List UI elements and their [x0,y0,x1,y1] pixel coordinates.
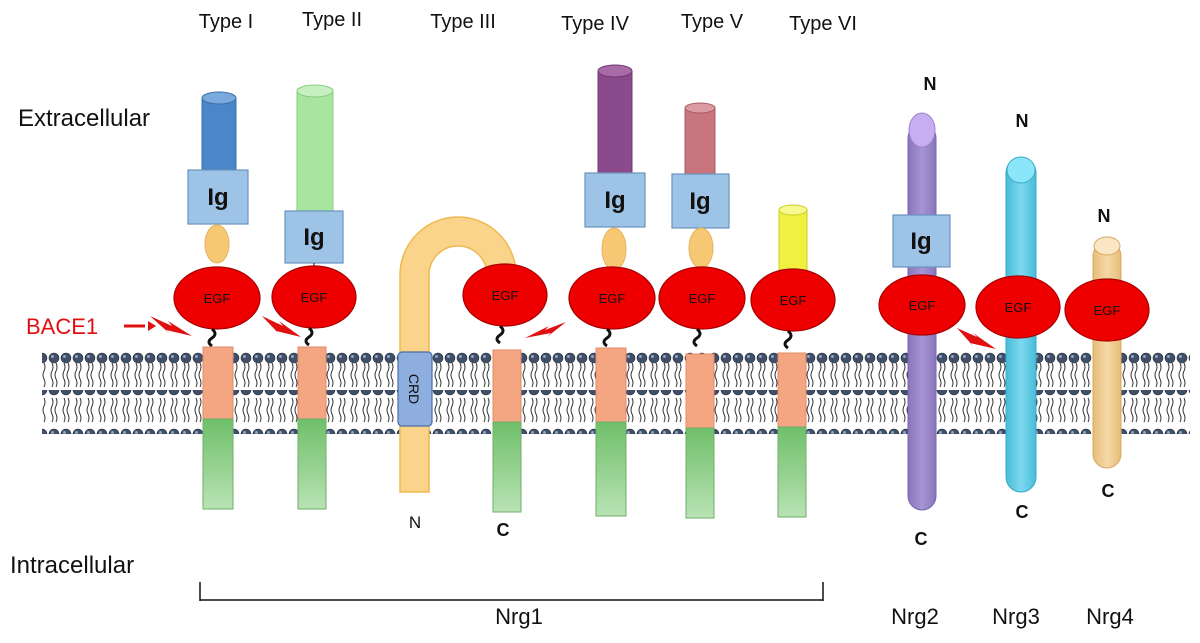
type-3-intracellular [492,421,522,513]
type-5-transmembrane [685,353,715,429]
type-1-ig-domain [187,169,249,225]
bace1-label: BACE1 [26,314,98,339]
type-3-crd-domain [397,351,433,427]
type-5-protein: Ig EGF [658,102,746,519]
bolt-icon [262,316,301,337]
nrg4-protein: EGF N C [1064,206,1150,501]
bolt-icon [525,322,566,338]
nrg2-ig-label: Ig [910,228,931,255]
type-2-egf-label: EGF [301,290,328,305]
type-3-label: Type III [430,11,496,33]
type-4-egf-label: EGF [599,291,626,306]
type-4-egf-domain [568,266,656,330]
nrg4-n-terminus: N [1098,206,1111,226]
type-1-egf-domain [173,266,261,330]
nrg2-ig-domain [892,214,951,268]
type-1-ig-label: Ig [207,184,228,211]
type-1-egf-label: EGF [204,291,231,306]
bolt-icon [957,328,996,349]
intracellular-label: Intracellular [10,552,134,579]
type-6-transmembrane [777,352,807,428]
type-5-egf-domain [658,266,746,330]
type-2-protein: Ig EGF [271,84,357,510]
nrg3-egf-label: EGF [1005,300,1032,315]
nrg3-n-terminus: N [1016,111,1029,131]
type-6-egf-label: EGF [780,293,807,308]
bace1-cleavage-bolts [150,316,996,349]
nrg4-label: Nrg4 [1086,604,1134,629]
type-1-intracellular [202,418,234,510]
type-2-label: Type II [302,9,362,31]
bolt-icon [150,316,192,336]
type-5-ig-label: Ig [689,188,710,215]
type-2-intracellular [297,418,327,510]
nrg1-bracket [199,582,824,601]
nrg3-c-terminus: C [1016,502,1029,522]
type-1-transmembrane [202,346,234,420]
type-4-intracellular [595,421,627,517]
type-4-transmembrane [595,347,627,423]
nrg2-n-terminus: N [924,74,937,94]
type-5-label: Type V [681,11,744,33]
type-4-protein: Ig EGF [568,64,656,517]
type-6-protein: EGF [750,204,836,518]
type-3-egf-label: EGF [492,288,519,303]
nrg2-protein: Ig EGF N C [878,74,966,549]
type-3-crd-label: CRD [406,374,422,404]
type-3-n-terminus: N [409,513,421,532]
type-6-label: Type VI [789,13,857,35]
nrg2-egf-label: EGF [909,298,936,313]
type-6-intracellular [777,426,807,518]
bace1-marker: BACE1 [26,314,156,339]
type-3-transmembrane [492,349,522,423]
type-3-protein: CRD EGF N C [397,216,548,540]
type-2-egf-domain [271,265,357,329]
nrg2-c-terminus: C [915,529,928,549]
nrg2-egf-domain [878,274,966,336]
type-6-egf-domain [750,268,836,332]
nrg4-egf-domain [1064,278,1150,342]
type-1-protein: Ig EGF [173,91,261,510]
type-5-egf-label: EGF [689,291,716,306]
type-3-c-terminus: C [497,520,510,540]
nrg3-label: Nrg3 [992,604,1040,629]
type-5-ig-domain [671,173,730,229]
nrg1-label: Nrg1 [495,604,543,629]
extracellular-label: Extracellular [18,105,150,132]
type-4-label: Type IV [561,13,629,35]
nrg4-c-terminus: C [1102,481,1115,501]
type-1-label: Type I [199,11,253,33]
type-2-ig-label: Ig [303,224,324,251]
nrg4-egf-label: EGF [1094,303,1121,318]
nrg2-label: Nrg2 [891,604,939,629]
type-5-intracellular [685,427,715,519]
type-4-ig-label: Ig [604,187,625,214]
type-4-ig-domain [584,172,646,228]
nrg3-egf-domain [975,275,1061,339]
type-2-transmembrane [297,346,327,420]
nrg3-protein: EGF N C [975,111,1061,522]
type-3-egf-domain [462,263,548,327]
